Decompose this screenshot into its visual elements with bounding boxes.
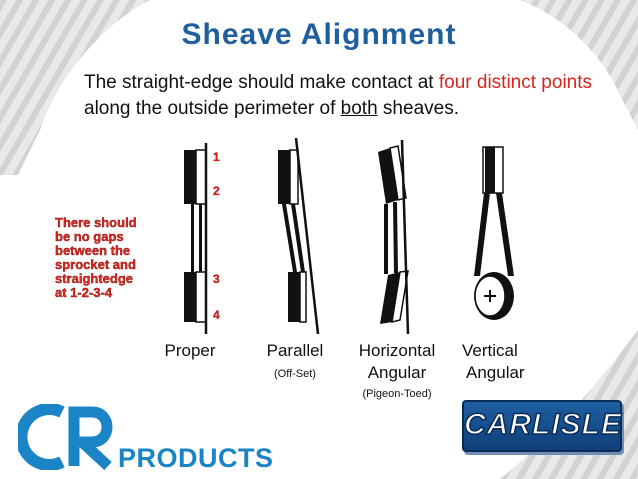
horizontal-angular-diagram	[378, 139, 410, 335]
parallel-diagram	[278, 137, 320, 335]
vertical-angular-diagram	[474, 146, 514, 320]
carlisle-logo: CARLISLE	[462, 400, 622, 452]
gap-warning-note: There should be no gaps between the spro…	[55, 215, 165, 300]
note-line: be no gaps	[55, 229, 124, 244]
note-line: sprocket and	[55, 257, 136, 272]
page-title: Sheave Alignment	[181, 18, 457, 51]
point-number-2: 2	[213, 184, 220, 198]
label-horizontal-line2: Angular	[367, 363, 427, 382]
intro-highlight: four distinct points	[438, 72, 593, 93]
note-line: There should	[55, 215, 137, 230]
label-parallel: Parallel	[266, 341, 324, 360]
carlisle-wordmark: CARLISLE	[463, 407, 622, 442]
label-parallel-sub: (Off-Set)	[274, 368, 316, 380]
proper-diagram	[184, 143, 208, 334]
point-number-3: 3	[213, 272, 220, 286]
note-line: straightedge	[55, 271, 134, 286]
note-line: at 1-2-3-4	[55, 285, 113, 300]
point-number-1: 1	[213, 150, 220, 164]
label-horizontal: Horizontal	[358, 341, 436, 360]
intro-part1: The straight-edge should make contact at	[84, 72, 439, 93]
note-line: between the	[55, 243, 131, 258]
label-vertical-line2: Angular	[466, 363, 525, 382]
intro-text: The straight-edge should make contact at…	[84, 70, 604, 122]
label-vertical: Vertical	[462, 341, 518, 360]
label-horizontal-sub: (Pigeon-Toed)	[362, 388, 432, 400]
cr-logo-mark	[18, 404, 113, 470]
label-proper: Proper	[164, 341, 216, 360]
intro-underlined: both	[340, 98, 378, 119]
products-wordmark: PRODUCTS	[118, 443, 274, 473]
intro-part3: sheaves.	[377, 98, 459, 119]
intro-part2: along the outside perimeter of	[84, 98, 341, 119]
point-number-4: 4	[213, 308, 220, 322]
